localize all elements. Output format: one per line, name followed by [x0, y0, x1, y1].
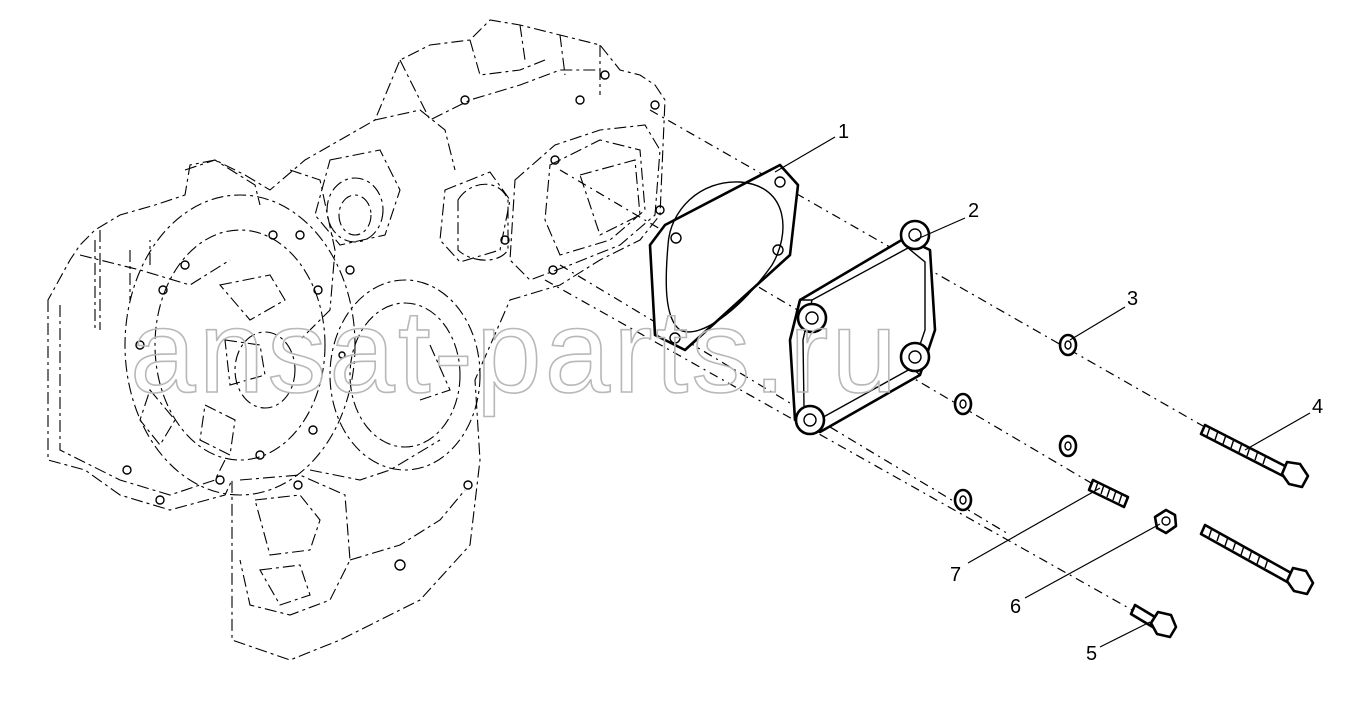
stud — [1087, 478, 1130, 509]
short-bolt — [1129, 603, 1178, 639]
cover-plate — [788, 219, 937, 436]
callout-4: 4 — [1312, 396, 1323, 418]
gear-housing — [47, 19, 666, 661]
callout-3: 3 — [1127, 288, 1138, 310]
nut — [1153, 508, 1178, 535]
cover-bolt-bosses — [794, 219, 931, 436]
watermark-text: ansat-parts.ru — [130, 286, 900, 418]
long-bolt-upper — [1199, 423, 1310, 489]
callout-7: 7 — [950, 564, 961, 586]
washers — [953, 333, 1078, 512]
gasket — [648, 163, 800, 352]
callout-5: 5 — [1086, 643, 1097, 665]
callout-2: 2 — [968, 200, 979, 222]
long-bolt-lower — [1199, 523, 1315, 596]
callout-6: 6 — [1010, 596, 1021, 618]
callout-1: 1 — [838, 121, 849, 143]
callouts: 1 2 3 4 5 6 7 — [838, 121, 1323, 665]
leader-lines — [774, 136, 1311, 648]
